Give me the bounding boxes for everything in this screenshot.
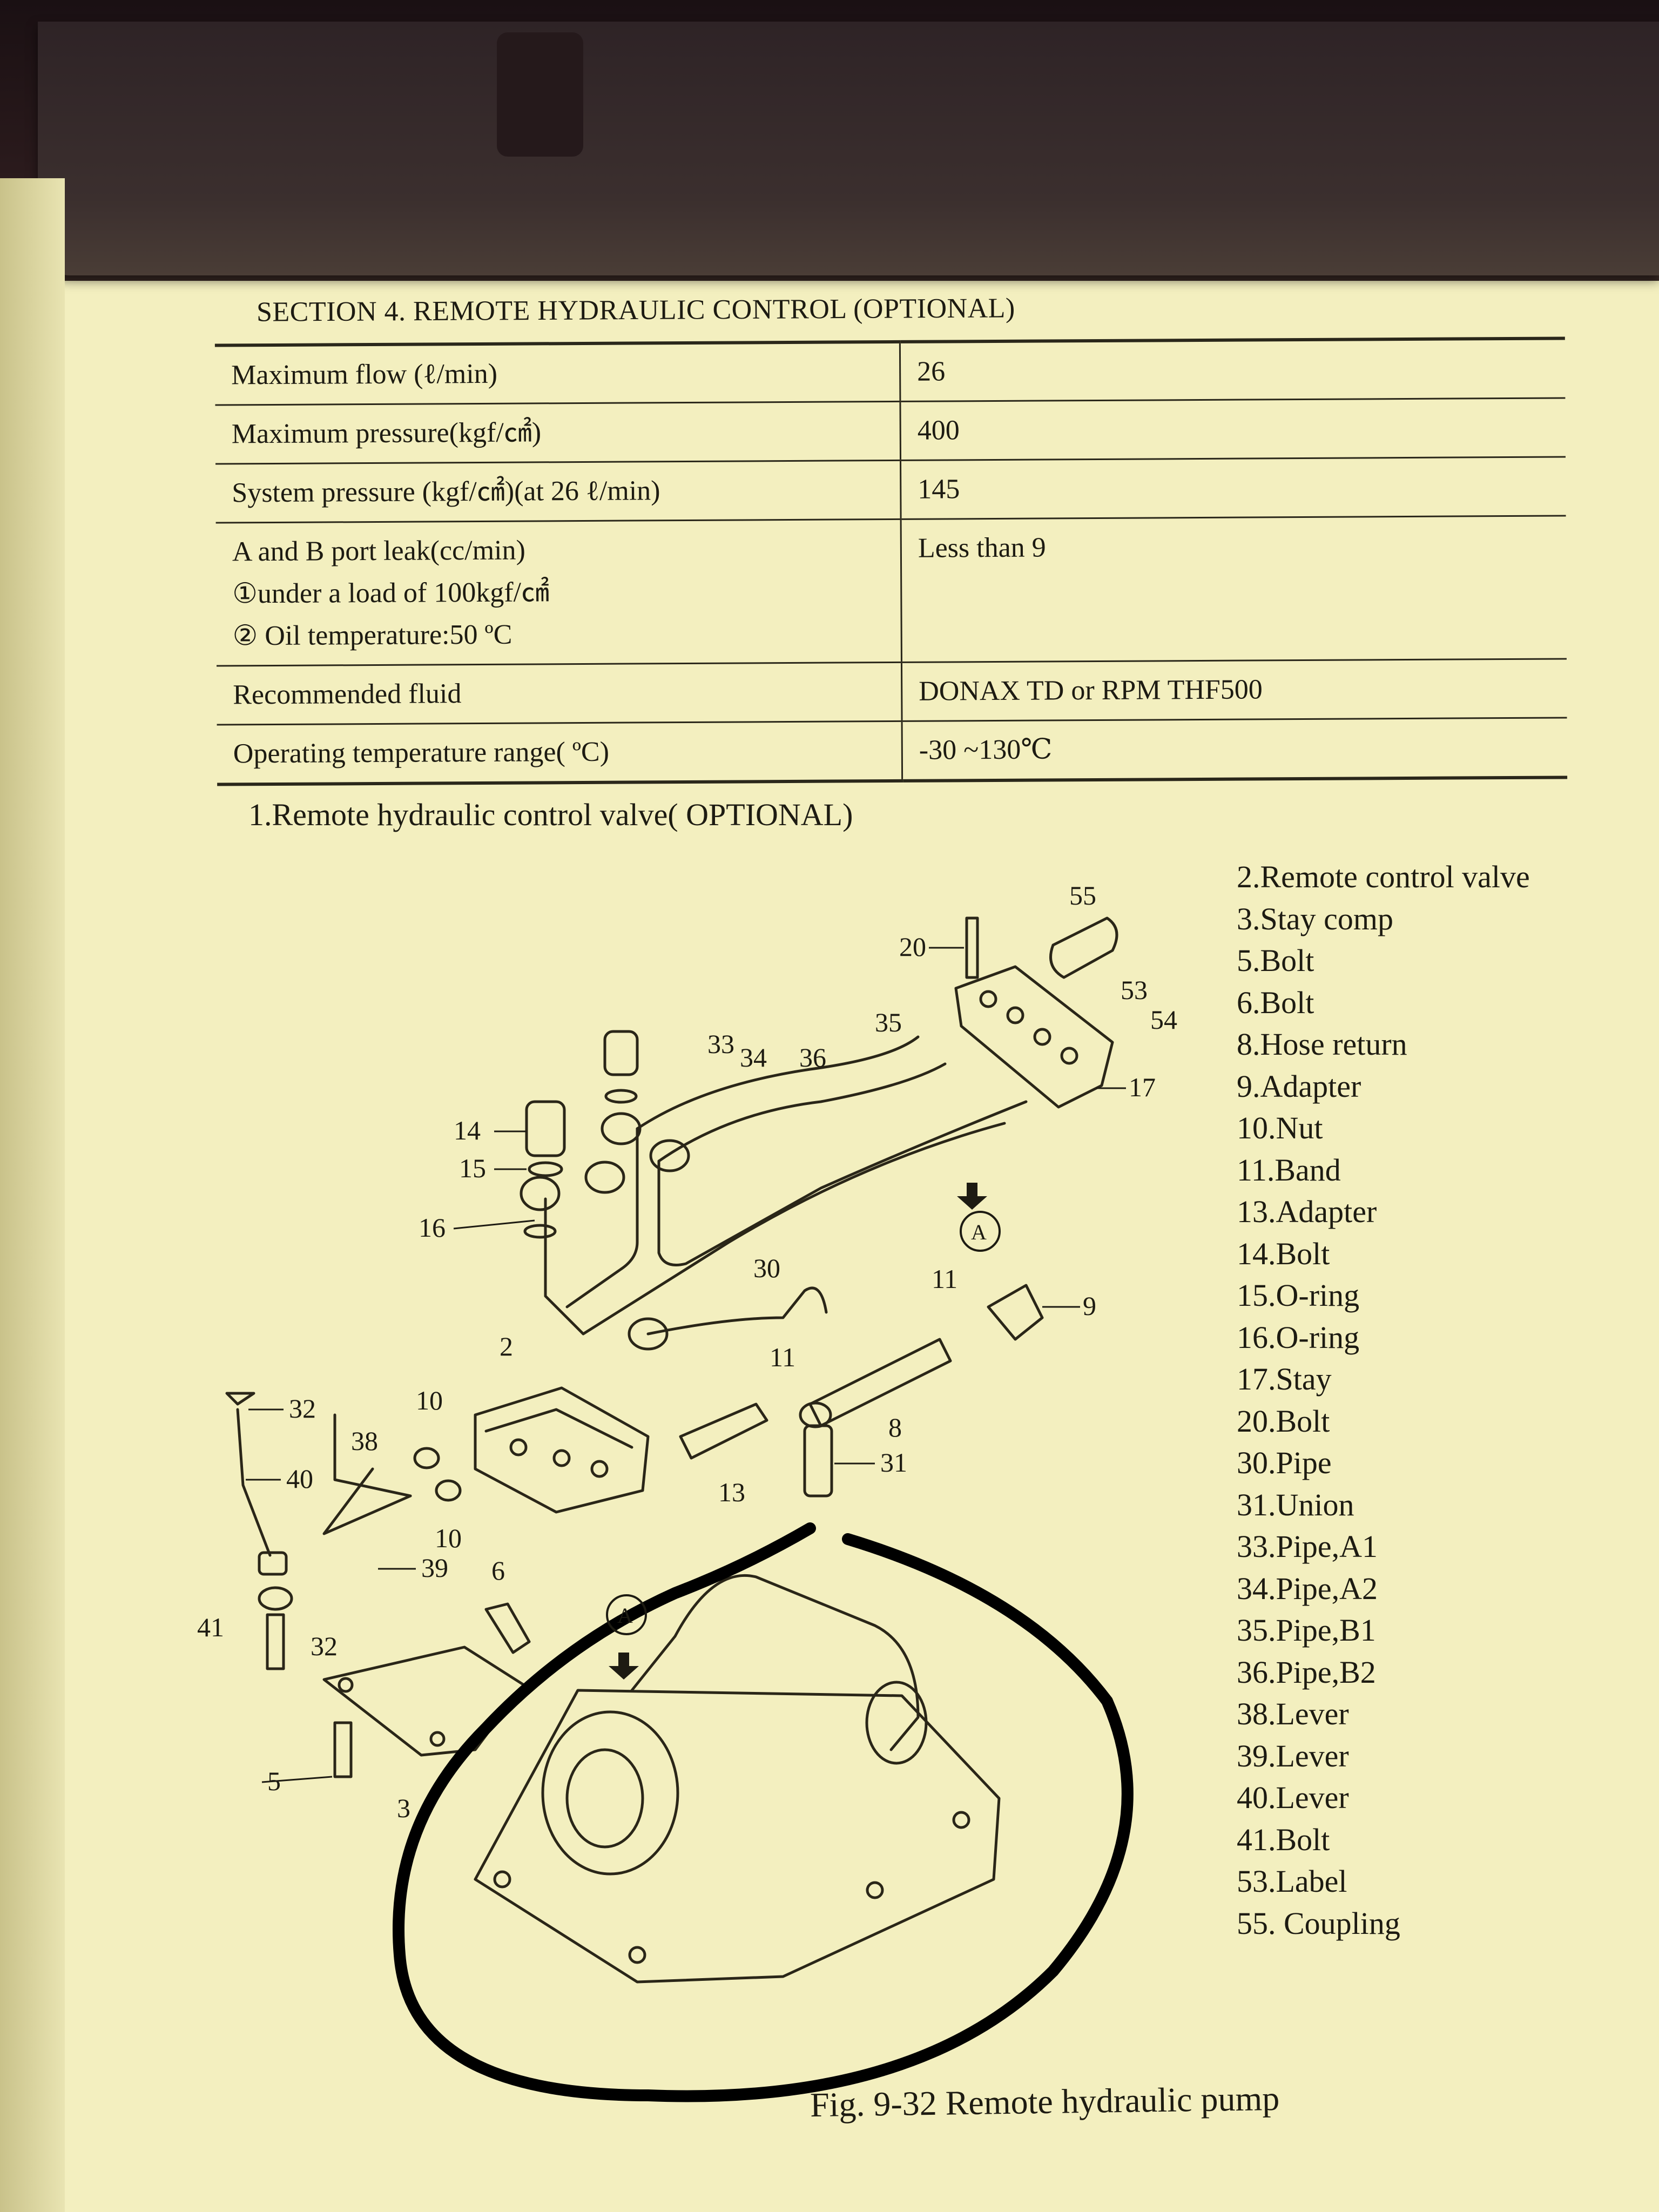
figure-caption: Fig. 9-32 Remote hydraulic pump [810, 2079, 1280, 2125]
callout-label: 20 [899, 932, 926, 962]
callout-label: 17 [1129, 1072, 1156, 1102]
list-item: 36.Pipe,B2 [1237, 1654, 1376, 1690]
callout-label: 16 [419, 1212, 446, 1243]
callout-numbers: 55 20 53 54 17 35 33 34 36 14 15 16 A 30… [197, 880, 1177, 1823]
callout-label: 32 [311, 1631, 338, 1661]
callout-label: 31 [880, 1447, 907, 1478]
parts-list: 2.Remote control valve 3.Stay comp 5.Bol… [1237, 856, 1530, 1944]
callout-label: 8 [888, 1412, 902, 1442]
callout-label: 40 [286, 1464, 313, 1494]
list-item: 10.Nut [1237, 1110, 1323, 1145]
callout-label: 33 [707, 1029, 734, 1059]
list-item: 17.Stay [1237, 1361, 1332, 1397]
callout-label: 10 [435, 1523, 462, 1553]
list-item: 30.Pipe [1237, 1445, 1332, 1480]
binder-clip [497, 32, 583, 157]
list-item: 31.Union [1237, 1487, 1354, 1522]
callout-label: 13 [718, 1477, 745, 1507]
list-item: 33.Pipe,A1 [1237, 1529, 1378, 1564]
list-item: 6.Bolt [1237, 984, 1314, 1020]
list-item: 2.Remote control valve [1237, 859, 1530, 894]
list-item: 20.Bolt [1237, 1403, 1330, 1439]
callout-label: 11 [932, 1264, 957, 1294]
callout-label: 54 [1150, 1004, 1177, 1035]
list-item: 40.Lever [1237, 1780, 1349, 1815]
callout-label: 2 [500, 1331, 513, 1361]
callout-label: A [617, 1603, 633, 1628]
callout-label: 3 [397, 1793, 410, 1823]
list-item: 16.O-ring [1237, 1319, 1360, 1355]
subheading: 1.Remote hydraulic control valve( OPTION… [248, 797, 853, 832]
list-item: 13.Adapter [1237, 1194, 1377, 1229]
callout-label: 32 [289, 1393, 316, 1424]
callout-label: 9 [1083, 1291, 1096, 1321]
list-item: 53.Label [1237, 1864, 1347, 1899]
callout-label: 41 [197, 1612, 224, 1642]
callout-label: 34 [740, 1042, 767, 1073]
list-item: 38.Lever [1237, 1696, 1349, 1731]
callout-label: 14 [454, 1115, 481, 1145]
callout-label: A [971, 1220, 987, 1244]
binder-cover [38, 22, 1659, 275]
list-item: 9.Adapter [1237, 1068, 1361, 1104]
list-item: 14.Bolt [1237, 1236, 1330, 1271]
list-item: 3.Stay comp [1237, 901, 1393, 936]
page-edge-shadow [0, 178, 65, 2212]
callout-label: 15 [459, 1153, 486, 1183]
callout-label: 11 [770, 1342, 795, 1372]
callout-label: 35 [875, 1007, 902, 1037]
callout-label: 36 [799, 1042, 826, 1073]
callout-label: 38 [351, 1426, 378, 1456]
list-item: 34.Pipe,A2 [1237, 1570, 1378, 1606]
list-item: 35.Pipe,B1 [1237, 1613, 1376, 1648]
callout-label: 55 [1069, 880, 1096, 911]
list-item: 39.Lever [1237, 1738, 1349, 1773]
list-item: 55. Coupling [1237, 1905, 1400, 1941]
callout-label: 53 [1121, 975, 1148, 1005]
list-item: 5.Bolt [1237, 943, 1314, 978]
list-item: 41.Bolt [1237, 1822, 1330, 1857]
list-item: 11.Band [1237, 1152, 1341, 1188]
callout-label: 10 [416, 1385, 443, 1415]
list-item: 15.O-ring [1237, 1278, 1360, 1313]
callout-label: 39 [421, 1553, 448, 1583]
list-item: 8.Hose return [1237, 1027, 1407, 1062]
callout-label: 6 [491, 1555, 505, 1586]
callout-label: 30 [753, 1253, 780, 1283]
